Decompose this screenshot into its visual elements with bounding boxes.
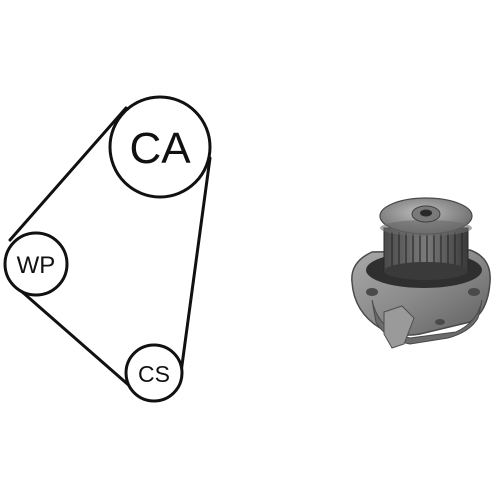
pulley-camshaft: CA [108, 95, 212, 199]
belt-segment-ca-cs [178, 156, 212, 382]
pulley-label-cs: CS [138, 361, 170, 387]
belt [8, 106, 212, 390]
belt-segment-wp-ca [8, 106, 128, 242]
water-pump-icon [351, 197, 491, 349]
pulley-label-wp: WP [17, 252, 56, 279]
pulley-water-pump: WP [3, 231, 69, 297]
belt-segment-wp-cs [18, 288, 134, 390]
pulley-label-ca: CA [129, 124, 191, 173]
pulley-crankshaft: CS [124, 343, 184, 403]
